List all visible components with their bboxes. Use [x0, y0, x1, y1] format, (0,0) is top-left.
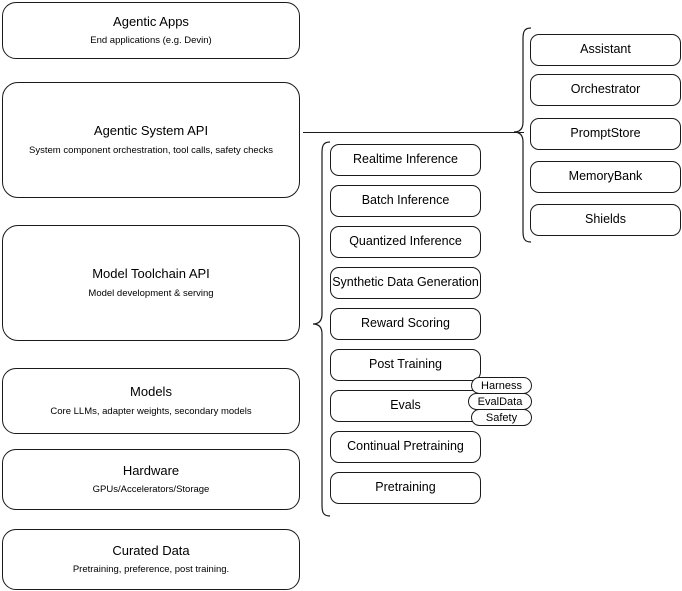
- capability-label: Quantized Inference: [349, 234, 462, 249]
- capability-label: Batch Inference: [361, 193, 450, 208]
- capability-quantized-inference[interactable]: Quantized Inference: [330, 226, 481, 258]
- layer-subtitle: End applications (e.g. Devin): [90, 35, 212, 47]
- layer-subtitle: Core LLMs, adapter weights, secondary mo…: [50, 405, 252, 417]
- pill-label: Harness: [481, 379, 522, 392]
- system-component-orchestrator[interactable]: Orchestrator: [530, 74, 681, 106]
- evals-subcomponent-harness[interactable]: Harness: [471, 377, 532, 394]
- layer-subtitle: Pretraining, preference, post training.: [72, 564, 230, 576]
- layer-subtitle: System component orchestration, tool cal…: [29, 144, 273, 156]
- evals-subcomponent-evaldata[interactable]: EvalData: [468, 393, 532, 410]
- brace-toolchain: [312, 141, 331, 517]
- stack-layer-curated-data[interactable]: Curated Data Pretraining, preference, po…: [2, 529, 300, 590]
- connector-system-api-to-components: [303, 132, 524, 133]
- stack-layer-agentic-system-api[interactable]: Agentic System API System component orch…: [2, 82, 300, 198]
- stack-layer-hardware[interactable]: Hardware GPUs/Accelerators/Storage: [2, 449, 300, 510]
- pill-label: EvalData: [477, 395, 523, 408]
- capability-synthetic-data-generation[interactable]: Synthetic Data Generation: [330, 267, 481, 299]
- component-label: Assistant: [580, 42, 631, 57]
- capability-label: Pretraining: [375, 480, 436, 495]
- capability-post-training[interactable]: Post Training: [330, 349, 481, 381]
- capability-label: Post Training: [369, 357, 442, 372]
- pill-label: Safety: [485, 411, 518, 424]
- component-label: Shields: [585, 212, 626, 227]
- stack-layer-model-toolchain-api[interactable]: Model Toolchain API Model development & …: [2, 225, 300, 341]
- capability-reward-scoring[interactable]: Reward Scoring: [330, 308, 481, 340]
- brace-system-components: [513, 27, 532, 243]
- component-label: PromptStore: [570, 126, 641, 141]
- component-label: Orchestrator: [570, 82, 641, 97]
- component-label: MemoryBank: [568, 169, 643, 184]
- capability-label: Synthetic Data Generation: [332, 275, 479, 290]
- capability-batch-inference[interactable]: Batch Inference: [330, 185, 481, 217]
- capability-label: Evals: [390, 398, 421, 413]
- capability-label: Reward Scoring: [361, 316, 450, 331]
- evals-subcomponent-safety[interactable]: Safety: [471, 409, 532, 426]
- system-component-promptstore[interactable]: PromptStore: [530, 118, 681, 150]
- layer-title: Agentic Apps: [113, 13, 189, 29]
- layer-title: Curated Data: [112, 542, 190, 558]
- layer-title: Models: [130, 384, 172, 400]
- stack-layer-models[interactable]: Models Core LLMs, adapter weights, secon…: [2, 368, 300, 434]
- layer-subtitle: GPUs/Accelerators/Storage: [92, 484, 210, 496]
- layer-title: Agentic System API: [93, 123, 209, 139]
- layer-title: Hardware: [122, 462, 180, 478]
- layer-title: Model Toolchain API: [92, 266, 210, 282]
- capability-evals[interactable]: Evals: [330, 390, 481, 422]
- system-component-memorybank[interactable]: MemoryBank: [530, 161, 681, 193]
- capability-realtime-inference[interactable]: Realtime Inference: [330, 144, 481, 176]
- layer-subtitle: Model development & serving: [88, 287, 214, 299]
- capability-pretraining[interactable]: Pretraining: [330, 472, 481, 504]
- system-component-shields[interactable]: Shields: [530, 204, 681, 236]
- capability-continual-pretraining[interactable]: Continual Pretraining: [330, 431, 481, 463]
- capability-label: Realtime Inference: [353, 152, 458, 167]
- capability-label: Continual Pretraining: [347, 439, 464, 454]
- stack-layer-agentic-apps[interactable]: Agentic Apps End applications (e.g. Devi…: [2, 2, 300, 59]
- system-component-assistant[interactable]: Assistant: [530, 34, 681, 66]
